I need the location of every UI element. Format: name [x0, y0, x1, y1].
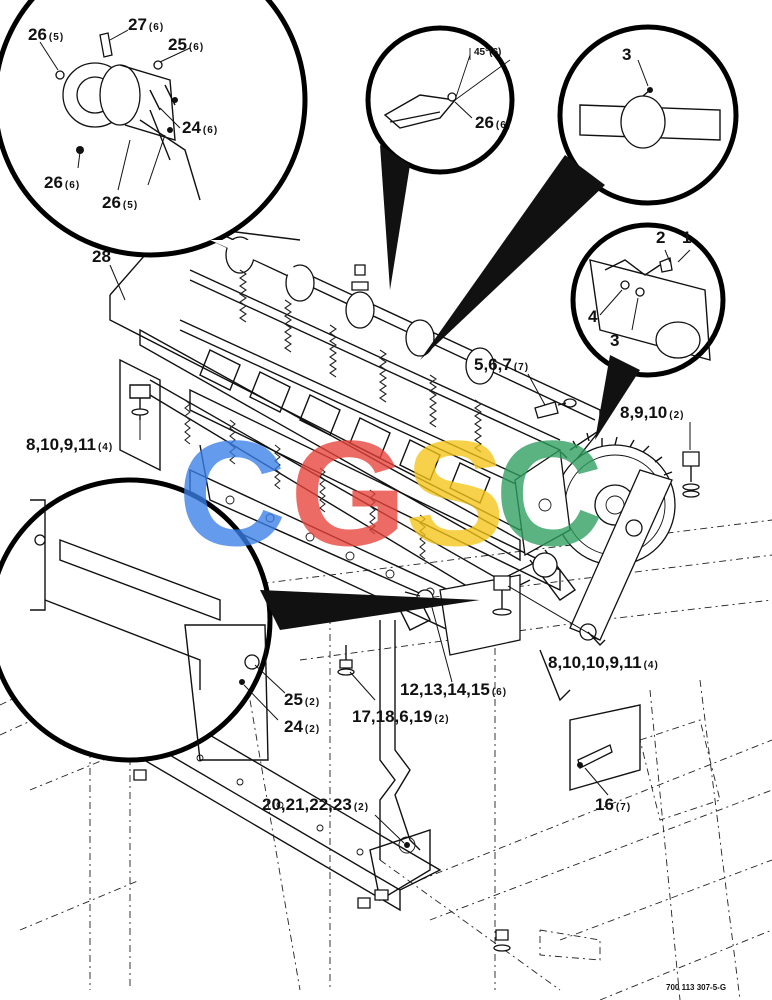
callout-8-10-10-9-11: 8,10,10,9,11(4) — [548, 653, 659, 672]
callout-16: 16(7) — [595, 795, 631, 814]
detail-view-bottom-left — [0, 477, 480, 763]
gear-drive — [514, 432, 676, 702]
callout-28: 28 — [92, 247, 111, 266]
callout-24-top: 24(6) — [182, 118, 218, 137]
callout-5-6-7: 5,6,7(7) — [474, 355, 529, 374]
callout-25-bottom: 25(2) — [284, 690, 320, 709]
callout-27: 27(6) — [128, 15, 164, 34]
watermark-letter-3: S — [405, 409, 505, 577]
callout-2: 2 — [656, 228, 665, 247]
watermark: C G S C — [178, 409, 603, 577]
callout-17-18-6-19: 17,18,6,19(2) — [352, 707, 450, 726]
callout-1: 1 — [682, 228, 691, 247]
callout-8-9-10: 8,9,10(2) — [620, 403, 685, 422]
callout-labels: 26(5) 27(6) 25(6) 24(6) 26(6) 26(5) 26(6… — [26, 15, 691, 814]
callout-20-21-22-23: 20,21,22,23(2) — [262, 795, 369, 814]
callout-24-bottom: 24(2) — [284, 717, 320, 736]
callout-26-top: 26(5) — [28, 25, 64, 44]
angle-label: 45°(6) — [474, 47, 501, 58]
watermark-letter-2: G — [290, 409, 407, 577]
callout-25-top: 25(6) — [168, 35, 204, 54]
callout-26-left: 26(6) — [44, 173, 80, 192]
leader-lines — [39, 29, 691, 844]
detail-view-top-right — [420, 24, 739, 360]
callout-8-10-9-11-left: 8,10,9,11(4) — [26, 435, 113, 454]
watermark-letter-1: C — [178, 409, 286, 577]
detail-view-top-left — [0, 0, 308, 280]
callout-4: 4 — [588, 307, 598, 326]
figure-number: 700 113 307-5-G — [666, 983, 726, 992]
callout-12-13-14-15: 12,13,14,15(6) — [400, 680, 507, 699]
detail-view-top-middle — [365, 25, 515, 290]
callout-3-top: 3 — [622, 45, 631, 64]
detail-view-right — [570, 222, 726, 440]
callout-3-right: 3 — [610, 331, 619, 350]
callout-26-middle: 26(6) — [475, 113, 511, 132]
watermark-letter-4: C — [495, 409, 603, 577]
callout-26-bottom: 26(5) — [102, 193, 138, 212]
